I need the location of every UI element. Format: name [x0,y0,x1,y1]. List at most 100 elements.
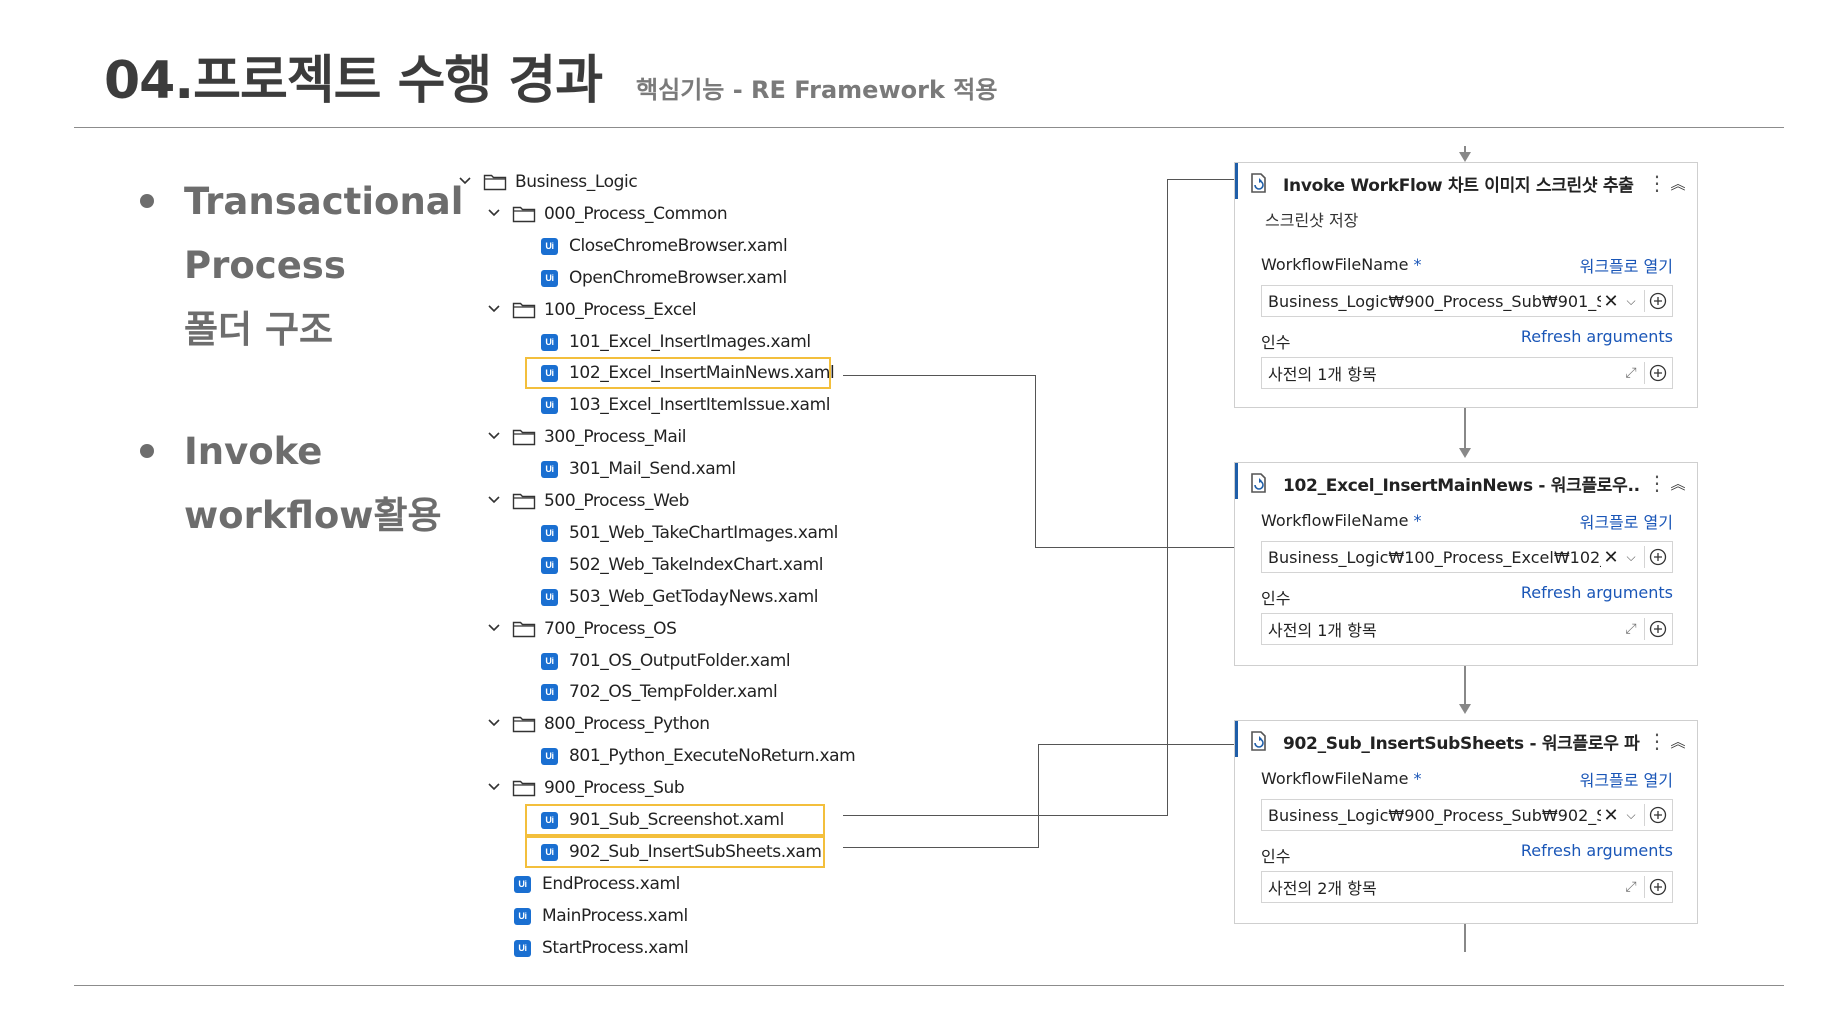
more-options-icon[interactable]: ⋮ [1647,729,1667,753]
refresh-arguments-link[interactable]: Refresh arguments [1520,327,1673,346]
collapse-icon[interactable]: ︽ [1670,474,1686,493]
open-workflow-link[interactable]: 워크플로 열기 [1579,771,1673,790]
invoke-workflow-card[interactable]: 902_Sub_InsertSubSheets - 워크플로우 파... ⋮ ︽… [1234,720,1698,924]
uipath-file-icon: Ui [541,843,558,861]
invoke-workflow-icon [1251,173,1266,193]
field-separator [1644,546,1645,568]
chevron-down-icon[interactable] [486,715,502,731]
tree-folder-row[interactable]: 000_Process_Common [488,199,728,229]
tree-folder-row[interactable]: Business_Logic [459,167,638,197]
add-circle-icon[interactable] [1648,363,1668,383]
add-circle-icon[interactable] [1648,619,1668,639]
add-circle-icon[interactable] [1648,291,1668,311]
card-header[interactable]: 902_Sub_InsertSubSheets - 워크플로우 파... ⋮ ︽ [1247,729,1687,754]
uipath-file-icon: Ui [514,907,531,925]
tree-folder-row[interactable]: 300_Process_Mail [488,422,686,452]
args-input[interactable]: 사전의 1개 항목 ⤢ [1261,613,1673,645]
args-label: 인수 [1261,333,1291,352]
workflow-file-input[interactable]: Business_Logic₩900_Process_Sub₩902_Sub ✕… [1261,799,1673,831]
highlight-box [525,357,831,389]
tree-folder-row[interactable]: 700_Process_OS [488,614,677,644]
tree-folder-row[interactable]: 100_Process_Excel [488,295,697,325]
args-input[interactable]: 사전의 1개 항목 ⤢ [1261,357,1673,389]
expand-icon[interactable]: ⤢ [1625,621,1637,637]
tree-file-row[interactable]: Ui MainProcess.xaml [514,901,688,931]
refresh-arguments-link[interactable]: Refresh arguments [1520,841,1673,860]
chevron-down-icon[interactable] [486,301,502,317]
folder-icon [512,206,536,223]
tree-item-label: 501_Web_TakeChartImages.xaml [569,523,838,543]
more-options-icon[interactable]: ⋮ [1647,471,1667,495]
refresh-arguments-link[interactable]: Refresh arguments [1520,583,1673,602]
workflow-file-input[interactable]: Business_Logic₩900_Process_Sub₩901_Sub ✕… [1261,285,1673,317]
add-circle-icon[interactable] [1648,805,1668,825]
bullet-line: Invoke [184,430,323,473]
card-header[interactable]: 102_Excel_InsertMainNews - 워크플로우... ⋮ ︽ [1247,471,1687,496]
workflow-file-input[interactable]: Business_Logic₩100_Process_Excel₩102_Ex … [1261,541,1673,573]
highlight-box [525,836,825,868]
tree-folder-row[interactable]: 500_Process_Web [488,486,689,516]
tree-folder-row[interactable]: 900_Process_Sub [488,773,685,803]
tree-item-label: 502_Web_TakeIndexChart.xaml [569,555,824,575]
more-options-icon[interactable]: ⋮ [1647,171,1667,195]
expand-icon[interactable]: ⤢ [1625,879,1637,895]
field-separator [1644,362,1645,384]
expand-icon[interactable]: ⤢ [1625,365,1637,381]
invoke-workflow-icon [1251,731,1266,751]
tree-item-label: Business_Logic [515,172,638,192]
chevron-down-icon[interactable] [486,620,502,636]
args-input[interactable]: 사전의 2개 항목 ⤢ [1261,871,1673,903]
flow-arrows [1459,146,1471,952]
card-header[interactable]: Invoke WorkFlow 차트 이미지 스크린샷 추출 ⋮ ︽ [1247,171,1687,196]
tree-item-label: 700_Process_OS [544,619,677,639]
chevron-down-icon[interactable]: ⌵ [1626,549,1636,564]
chevron-down-icon[interactable]: ⌵ [1626,807,1636,822]
field-separator [1644,618,1645,640]
folder-icon [512,493,536,510]
workflow-file-label: WorkflowFileName * [1261,511,1422,530]
bullet-line: 폴더 구조 [184,308,334,351]
folder-icon [512,621,536,638]
tree-item-label: 102_Excel_InsertMainNews.xaml [569,363,835,383]
chevron-down-icon[interactable] [486,492,502,508]
chevron-down-icon[interactable] [486,428,502,444]
uipath-file-icon: Ui [541,588,558,606]
chevron-down-icon[interactable] [486,205,502,221]
invoke-workflow-card[interactable]: 102_Excel_InsertMainNews - 워크플로우... ⋮ ︽ … [1234,462,1698,666]
clear-icon[interactable]: ✕ [1603,546,1619,568]
args-label: 인수 [1261,589,1291,608]
add-circle-icon[interactable] [1648,547,1668,567]
open-workflow-link[interactable]: 워크플로 열기 [1579,513,1673,532]
connector-line [1038,744,1234,745]
collapse-icon[interactable]: ︽ [1670,732,1686,751]
arrow-down-icon [1459,152,1471,162]
open-workflow-link[interactable]: 워크플로 열기 [1579,257,1673,276]
clear-icon[interactable]: ✕ [1603,290,1619,312]
uipath-file-icon: Ui [541,333,558,351]
chevron-down-icon[interactable]: ⌵ [1626,293,1636,308]
clear-icon[interactable]: ✕ [1603,804,1619,826]
chevron-down-icon[interactable] [486,779,502,795]
chevron-down-icon[interactable] [457,173,473,189]
invoke-workflow-card[interactable]: Invoke WorkFlow 차트 이미지 스크린샷 추출 ⋮ ︽ 스크린샷 … [1234,162,1698,408]
collapse-icon[interactable]: ︽ [1670,174,1686,193]
tree-folder-row[interactable]: 800_Process_Python [488,709,710,739]
tree-item-label: MainProcess.xaml [542,906,688,926]
add-circle-icon[interactable] [1648,877,1668,897]
